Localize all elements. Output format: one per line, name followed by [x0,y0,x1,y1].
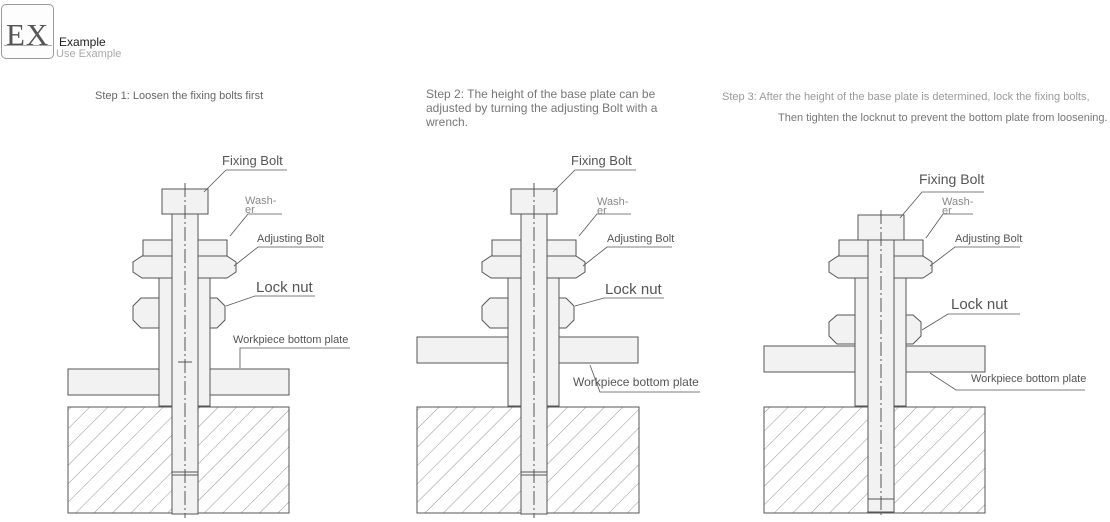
step-2-text: Step 2: The height of the base plate can… [426,87,658,129]
callouts-step-3 [899,191,1085,391]
callouts-step-2 [552,169,700,393]
diagram-step-1 [67,183,290,518]
logo-underline [4,45,52,46]
logo-subtitle: Use Example [56,48,122,60]
label-workpiece-bottom-plate: Workpiece bottom plate [233,334,348,346]
step-3-text-line-1: Step 3: After the height of the base pla… [722,91,1090,103]
label-adjusting-bolt: Adjusting Bolt [955,233,1022,245]
label-washer-line-1: Wash- [597,196,629,208]
logo: EX [1,4,54,59]
label-washer-line-1: Wash- [245,195,277,207]
label-washer-line-1: Wash- [942,196,974,208]
label-adjusting-bolt: Adjusting Bolt [607,233,674,245]
logo-mark: EX [6,17,50,52]
label-fixing-bolt: Fixing Bolt [222,153,283,168]
label-adjusting-bolt: Adjusting Bolt [257,233,324,245]
labels-step-2: Fixing Bolt Wash- er Adjusting Bolt Lock… [571,153,699,389]
label-washer-line-2: er [245,204,255,216]
step-1-text: Step 1: Loosen the fixing bolts first [95,90,264,102]
logo-title: Example [59,35,106,49]
label-washer-line-2: er [942,205,952,217]
diagram-step-2 [416,183,640,518]
label-lock-nut: Lock nut [605,281,663,298]
label-lock-nut: Lock nut [951,296,1009,313]
label-washer-line-2: er [597,205,607,217]
label-lock-nut: Lock nut [256,279,314,296]
labels-step-1: Fixing Bolt Wash- er Adjusting Bolt Lock… [222,153,348,346]
labels-step-3: Fixing Bolt Wash- er Adjusting Bolt Lock… [919,171,1086,385]
step-3-text-line-2: Then tighten the locknut to prevent the … [778,112,1108,124]
callouts-step-1 [203,169,350,368]
label-workpiece-bottom-plate: Workpiece bottom plate [971,373,1086,385]
label-fixing-bolt: Fixing Bolt [571,153,632,168]
label-workpiece-bottom-plate: Workpiece bottom plate [573,375,699,389]
diagram-step-3 [763,210,986,518]
label-fixing-bolt: Fixing Bolt [919,171,984,187]
